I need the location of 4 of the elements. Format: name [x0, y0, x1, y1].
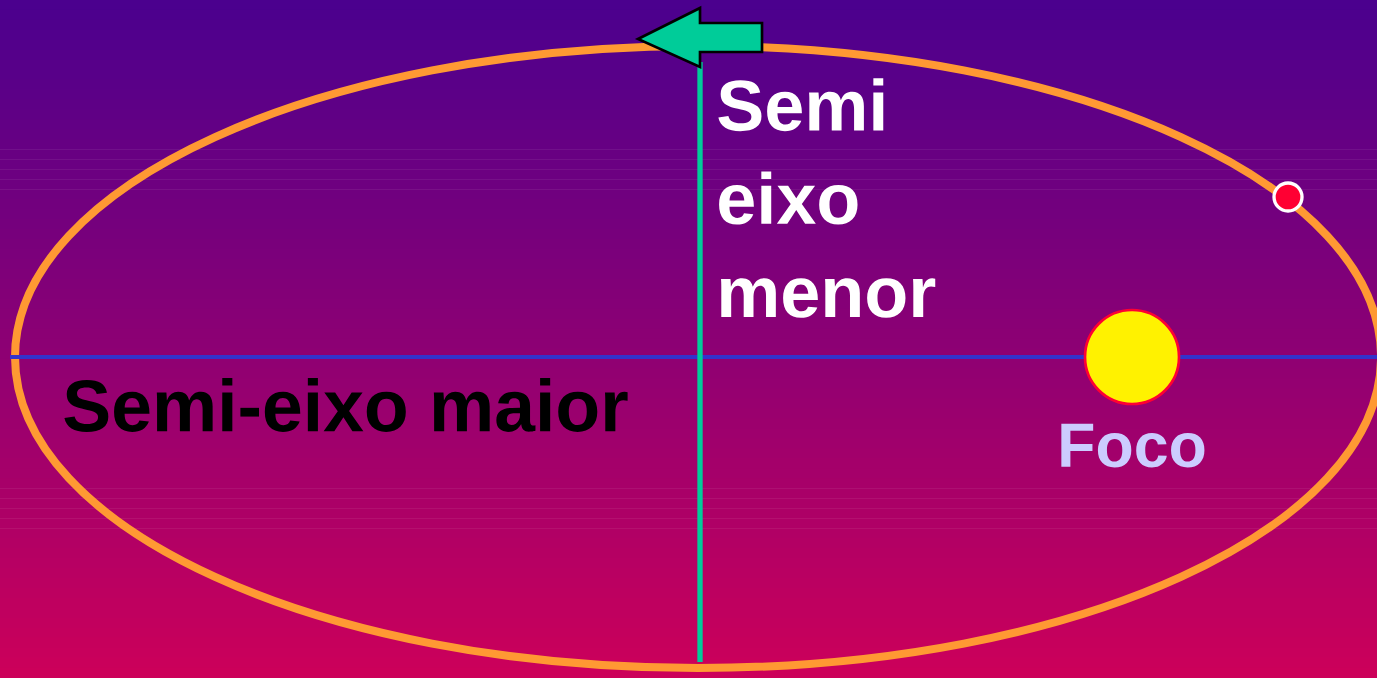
focus-label: Foco [1061, 423, 1205, 468]
axis-label: Semi eixo menor [718, 78, 936, 318]
axis-label: Semi-eixo maior [64, 378, 628, 432]
planet-dot [1272, 181, 1304, 213]
